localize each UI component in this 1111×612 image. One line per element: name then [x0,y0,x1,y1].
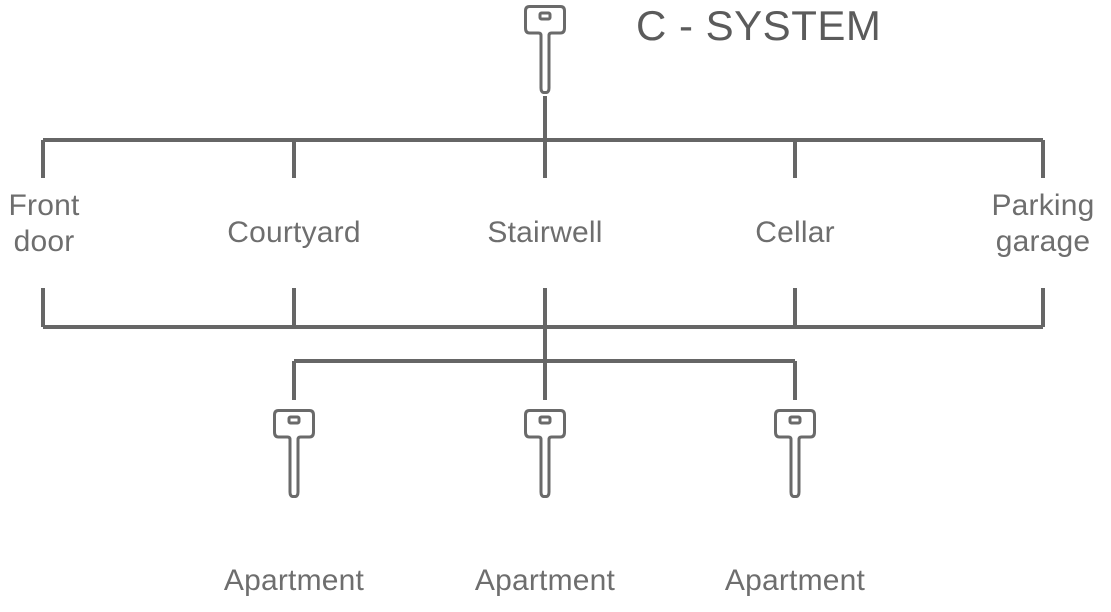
apartment-key-icon-1 [270,406,318,502]
node-label-apartment-2: Apartment [474,564,616,597]
node-label-apartment-1: Apartment [223,564,365,597]
node-label-courtyard: Courtyard [227,216,361,249]
page-title: C - SYSTEM [636,2,882,49]
node-label-front-door: Front door [8,189,80,258]
node-label-parking-garage: Parking garage [991,189,1095,258]
node-label-apartment-3: Apartment [724,564,866,597]
apartment-key-icon-3 [771,406,819,502]
node-label-cellar: Cellar [755,216,835,249]
node-label-stairwell: Stairwell [487,216,603,249]
master-key-icon [521,2,569,98]
apartment-key-icon-2 [521,406,569,502]
